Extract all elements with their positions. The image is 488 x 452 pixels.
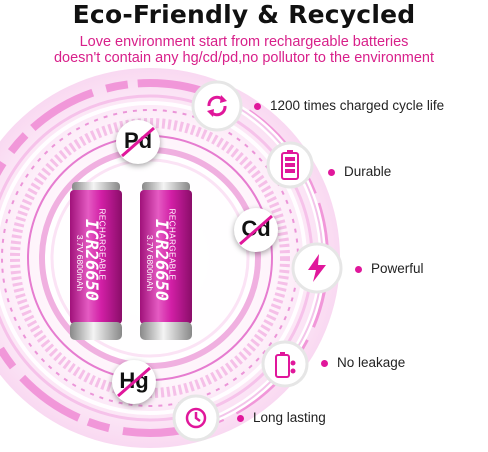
battery-level-icon: [281, 150, 299, 180]
feature-label-cycle-life: 1200 times charged cycle life: [270, 98, 445, 113]
feature-label-durable: Durable: [344, 164, 392, 179]
battery-left-capacity: 3.7V 6800mAh: [75, 234, 86, 292]
feature-dot: [328, 169, 335, 176]
subtitle-line-1: Love environment start from rechargeable…: [79, 34, 409, 50]
strikethrough-icon: [117, 366, 151, 398]
feature-dot: [237, 415, 244, 422]
feature-label-no-leakage: No leakage: [337, 355, 406, 370]
strikethrough-icon: [121, 126, 155, 158]
strikethrough-icon: [239, 214, 273, 246]
long-lasting-icon: [185, 407, 207, 429]
recycle-icon: [207, 95, 227, 117]
feature-dot: [254, 103, 261, 110]
feature-dot: [355, 266, 362, 273]
hg-free-badge: Hg: [112, 360, 156, 404]
battery-left: [70, 182, 122, 340]
page-title: Eco-Friendly & Recycled: [72, 0, 416, 29]
feature-label-long-lasting: Long lasting: [253, 410, 326, 425]
battery-right: [140, 182, 192, 340]
battery-right-capacity: 3.7V 6800mAh: [145, 234, 156, 292]
subtitle-line-2: doesn't contain any hg/cd/pd,no pollutor…: [53, 50, 435, 66]
battery-no-leak-icon: [275, 352, 296, 378]
feature-label-powerful: Powerful: [371, 261, 424, 276]
lightning-icon: [308, 254, 326, 282]
cd-free-badge: Cd: [234, 208, 278, 252]
pd-free-badge: Pd: [116, 120, 160, 164]
feature-dot: [321, 360, 328, 367]
